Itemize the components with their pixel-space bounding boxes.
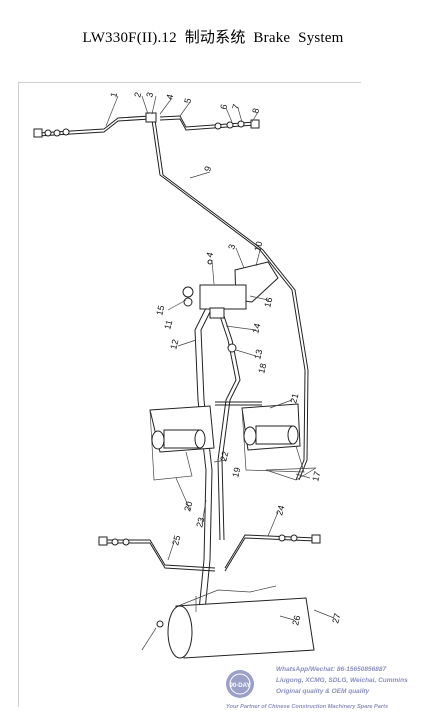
part-number: 11 (162, 319, 174, 331)
diagram-frame (18, 82, 361, 707)
part-number: 1 (108, 91, 119, 98)
part-number: 19 (230, 466, 242, 478)
watermark-line: Original quality & OEM quality (276, 688, 370, 695)
part-number: 12 (168, 338, 180, 350)
hose-right (217, 309, 237, 541)
watermark: 90-DAY WhatsApp/Wechat: 86-15650856887 L… (224, 664, 420, 718)
watermark-line: Liugong, XCMG, SDLG, Weichai, Cummins (276, 677, 408, 684)
rear-left-pipe (103, 539, 216, 569)
watermark-line: WhatsApp/Wechat: 86-15650856887 (276, 666, 387, 673)
part-number: 6 (218, 103, 229, 110)
booster-left (149, 405, 215, 481)
booster-right (241, 403, 317, 481)
part-number: 3 (226, 243, 237, 250)
part-number: 23 (194, 516, 206, 528)
part-number: 5 (182, 97, 193, 104)
part-number: 25 (170, 534, 182, 546)
part-number: 3 (144, 91, 155, 98)
front-left-pipe (37, 115, 151, 134)
part-number: 18 (256, 362, 268, 374)
watermark-badge-text: 90-DAY (230, 683, 251, 689)
watermark-line: Your Partner of Chinese Construction Mac… (226, 704, 389, 710)
part-number: 4 (204, 251, 215, 258)
part-number: 16 (262, 296, 274, 308)
part-number: 22 (218, 450, 230, 462)
long-pipe-8 (151, 119, 306, 481)
part-number: 27 (330, 612, 342, 624)
part-number: 10 (252, 240, 264, 252)
part-number: 15 (154, 304, 166, 316)
part-number: 14 (250, 322, 262, 334)
part-number: 9 (202, 165, 213, 172)
part-number: 13 (252, 348, 264, 360)
part-number: 4 (164, 93, 175, 100)
part-number: 17 (310, 470, 322, 482)
part-number: 8 (250, 107, 261, 114)
brake-valve (182, 261, 279, 319)
part-number: 2 (132, 91, 143, 98)
hose-14 (194, 299, 211, 621)
leader-lines (105, 95, 335, 651)
watermark-badge-icon: 90-DAY (226, 670, 254, 698)
part-number: 7 (230, 103, 241, 110)
part-number: 26 (290, 614, 302, 626)
part-number-labels: 1 2 3 4 5 6 7 8 9 4 3 10 16 15 11 14 12 … (108, 91, 342, 626)
part-number: 20 (182, 500, 194, 512)
part-number: 24 (274, 504, 286, 516)
part-number: 21 (288, 392, 300, 404)
page-title: LW330F(II).12 制动系统 Brake System (82, 30, 344, 46)
fittings (33, 112, 321, 546)
air-reservoir (156, 585, 315, 659)
